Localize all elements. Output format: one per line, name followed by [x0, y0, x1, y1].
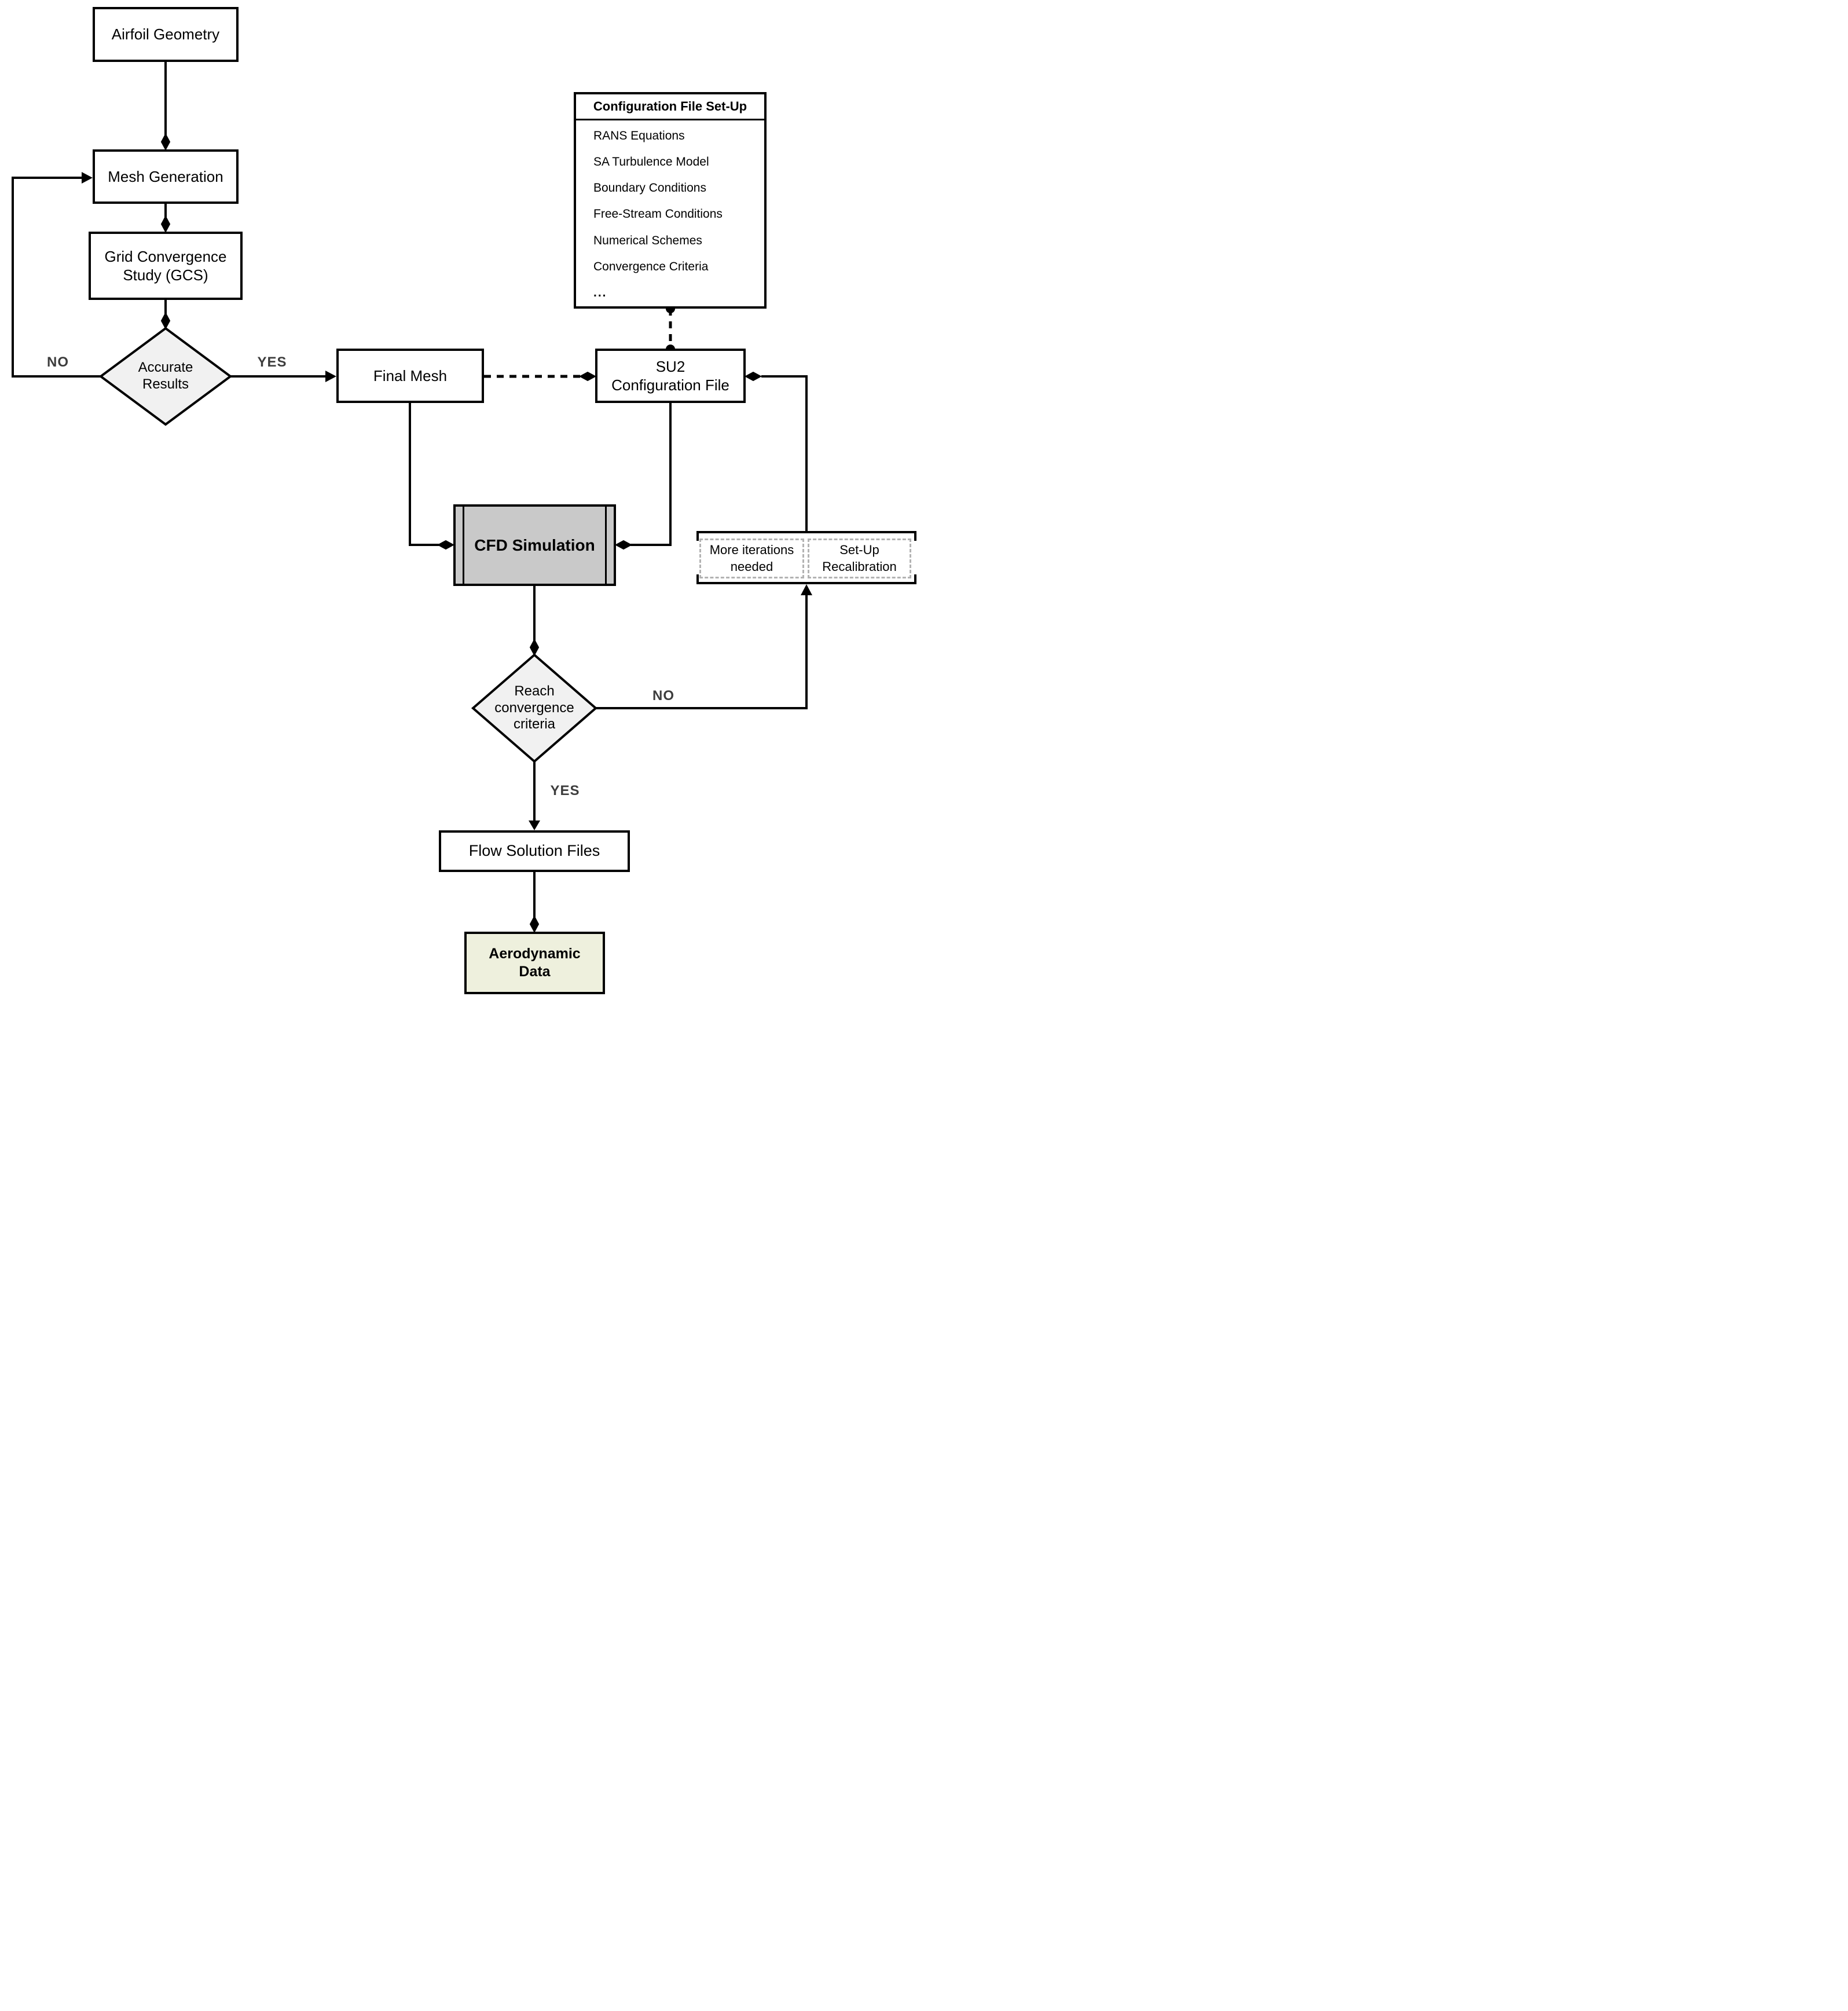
edge-accurate-no-to-mesh — [12, 172, 101, 378]
diamond-arrowhead — [160, 133, 171, 151]
branch-label-no-convergence: NO — [652, 688, 674, 704]
node-airfoil-geometry: Airfoil Geometry — [93, 7, 239, 62]
edge-cfd-to-convergence — [529, 586, 540, 657]
flowchart-canvas: su2 --> su2 --> — [0, 0, 924, 1005]
triangle-arrowhead — [801, 584, 812, 595]
edge-convergence-no-to-recalibration — [596, 584, 812, 709]
diamond-arrowhead — [578, 371, 597, 382]
panel-bottom-border — [696, 582, 916, 584]
diamond-arrowhead — [437, 540, 455, 550]
edge-final-mesh-to-cfd — [409, 403, 455, 550]
corner-stub — [696, 531, 699, 541]
diamond-arrowhead — [160, 312, 171, 330]
diamond-arrowhead — [744, 371, 762, 382]
triangle-arrowhead — [325, 371, 336, 382]
edge-mesh-to-gcs — [160, 204, 171, 233]
node-label: Aerodynamic Data — [489, 945, 581, 980]
edge-airfoil-to-mesh — [160, 62, 171, 151]
node-su2-configuration-file: SU2 Configuration File — [595, 349, 746, 403]
connector-layer: su2 --> su2 --> — [12, 62, 812, 933]
corner-stub — [914, 531, 916, 541]
branch-label-yes-convergence: YES — [550, 783, 580, 798]
panel-item-list: RANS Equations SA Turbulence Model Bound… — [576, 120, 764, 309]
node-setup-recalibration: Set-Up Recalibration — [808, 539, 911, 578]
panel-title: Configuration File Set-Up — [576, 94, 764, 120]
predefined-process-bar — [463, 507, 464, 584]
diamond-arrowhead — [160, 215, 171, 233]
decision-reach-convergence-label: Reach convergence criteria — [494, 683, 574, 732]
config-item-ellipsis: ... — [593, 286, 607, 300]
edge-gcs-to-accurate — [160, 300, 171, 330]
edge-final-mesh-to-su2-dashed — [484, 371, 597, 382]
edge-convergence-yes-to-flow — [529, 761, 540, 830]
node-label: CFD Simulation — [474, 536, 595, 554]
node-label: Final Mesh — [373, 367, 448, 384]
edge-flow-to-aero — [529, 872, 540, 933]
decision-reach-convergence-shape — [471, 653, 598, 763]
diamond-arrowhead — [614, 540, 633, 550]
triangle-arrowhead — [529, 820, 540, 830]
edge-su2-to-cfd — [614, 403, 672, 550]
node-label: SU2 Configuration File — [611, 357, 729, 394]
config-item: RANS Equations — [593, 129, 685, 142]
node-grid-convergence-study: Grid Convergence Study (GCS) — [89, 232, 243, 300]
node-more-iterations-needed: More iterations needed — [699, 539, 804, 578]
node-label: Grid Convergence Study (GCS) — [104, 247, 227, 284]
node-label: Mesh Generation — [108, 167, 223, 185]
branch-label-no-accurate: NO — [47, 354, 69, 370]
diamond-arrowhead — [529, 638, 540, 657]
node-flow-solution-files: Flow Solution Files — [439, 830, 630, 872]
decision-accurate-results-shape — [98, 327, 233, 426]
branch-label-yes-accurate: YES — [257, 354, 287, 370]
node-final-mesh: Final Mesh — [336, 349, 484, 403]
corner-stub — [696, 574, 699, 584]
decision-accurate-results-label: Accurate Results — [138, 360, 193, 392]
panel-configuration-file-setup: Configuration File Set-Up RANS Equations… — [574, 92, 767, 309]
config-item: Numerical Schemes — [593, 233, 702, 247]
node-aerodynamic-data: Aerodynamic Data — [464, 932, 605, 994]
diamond-arrowhead — [529, 915, 540, 933]
panel-recalibration: More iterations needed Set-Up Recalibrat… — [696, 531, 916, 584]
panel-top-border — [696, 531, 916, 533]
edge-accurate-yes-to-final-mesh — [230, 371, 336, 382]
node-cfd-simulation: CFD Simulation — [453, 504, 616, 586]
node-label: Airfoil Geometry — [111, 25, 220, 43]
config-item: Convergence Criteria — [593, 260, 709, 274]
edge-config-to-su2-dashed — [666, 304, 675, 354]
node-mesh-generation: Mesh Generation — [93, 149, 239, 204]
corner-stub — [914, 574, 916, 584]
config-item: Boundary Conditions — [593, 181, 706, 195]
node-label: Flow Solution Files — [468, 842, 600, 860]
predefined-process-bar — [605, 507, 607, 584]
triangle-arrowhead — [82, 172, 93, 184]
edge-recalibration-to-su2 — [744, 371, 808, 531]
config-item: SA Turbulence Model — [593, 155, 709, 169]
config-item: Free-Stream Conditions — [593, 207, 723, 221]
